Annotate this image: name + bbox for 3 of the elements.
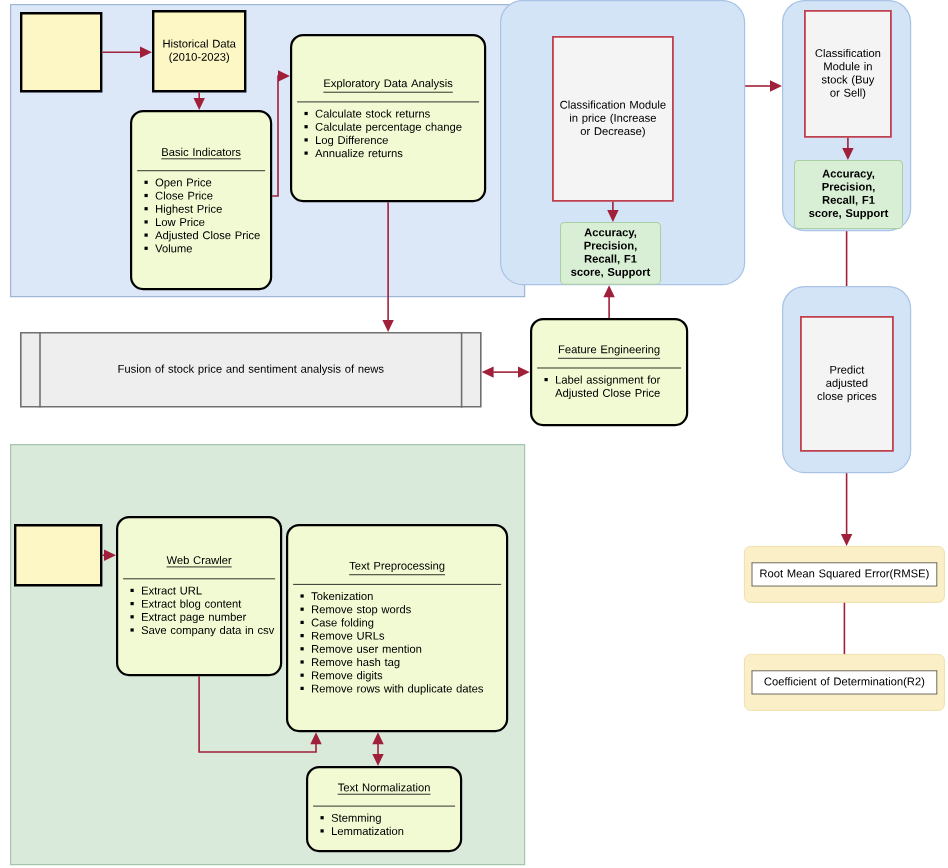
data-box bbox=[20, 12, 103, 93]
arrow bbox=[198, 675, 322, 753]
data-box bbox=[14, 524, 103, 587]
